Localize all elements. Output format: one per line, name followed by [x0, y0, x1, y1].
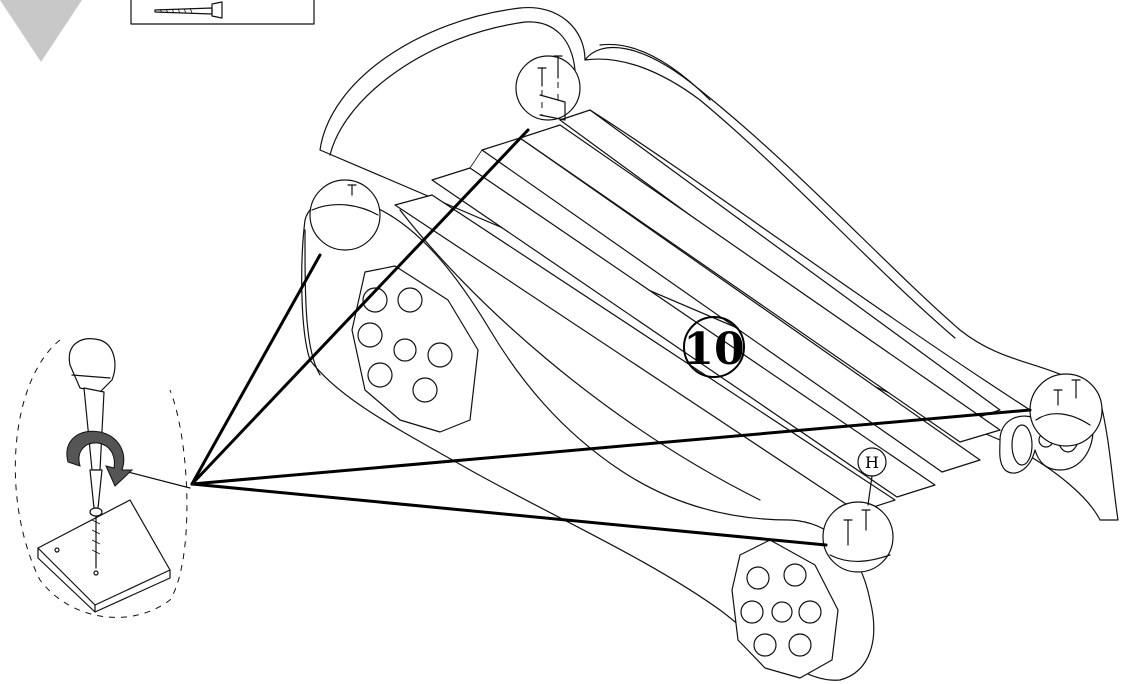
part-label-h: H	[857, 447, 887, 506]
step-number: 10	[683, 316, 745, 378]
detail-circle-left	[309, 179, 381, 251]
callout-lines	[190, 128, 1032, 547]
wheel-front-upper	[351, 265, 479, 433]
screwdriver-detail	[14, 338, 191, 618]
down-arrow-icon	[0, 0, 82, 62]
part-label-text: H	[865, 453, 879, 472]
detail-circle-right	[1029, 373, 1103, 447]
detail-circle-top	[515, 55, 581, 121]
screw-box	[130, 0, 315, 25]
screwdriver-icon	[68, 338, 116, 509]
detail-circle-bottom	[822, 501, 894, 573]
step-number-text: 10	[683, 324, 744, 375]
rotate-arrow-icon	[66, 430, 134, 487]
wheel-front-lower	[731, 539, 839, 679]
screw-icon	[154, 1, 223, 19]
